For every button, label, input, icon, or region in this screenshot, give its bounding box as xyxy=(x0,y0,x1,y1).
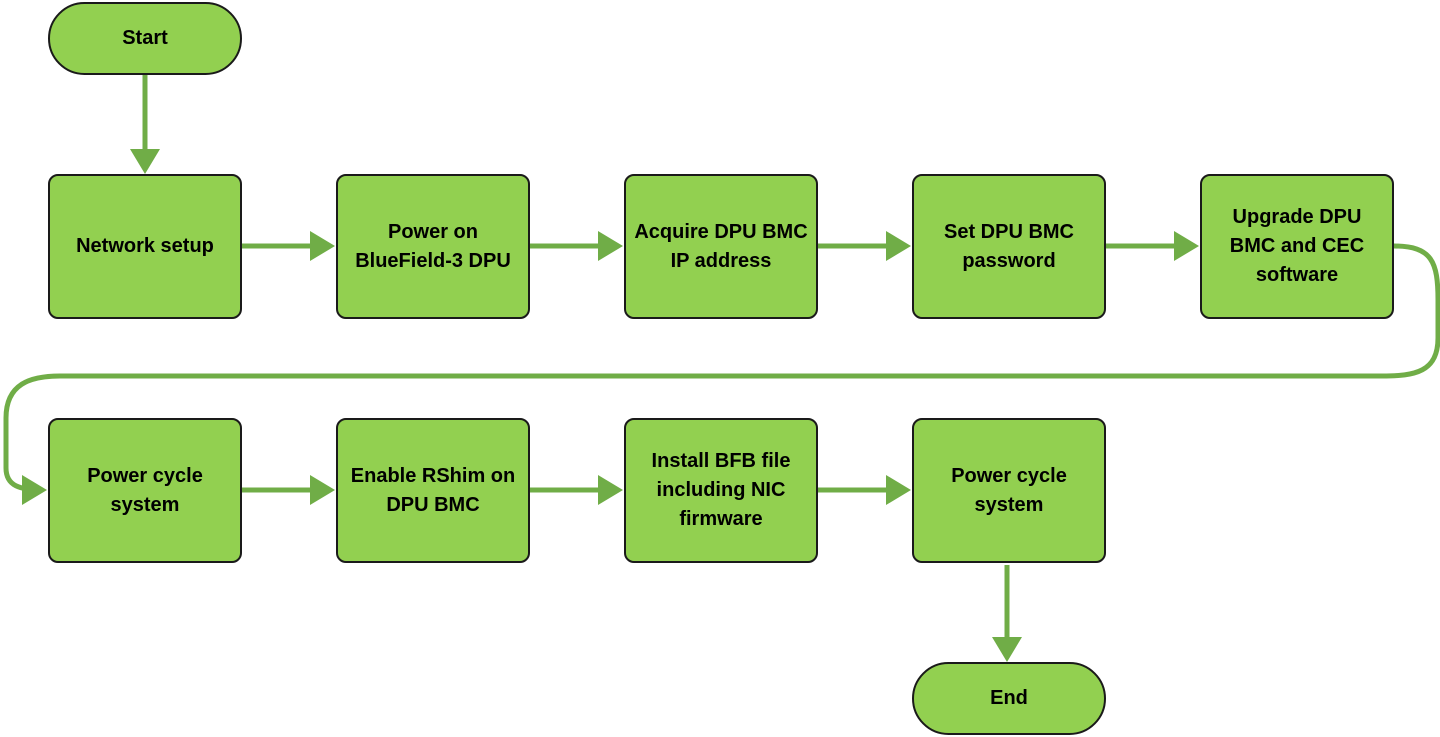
step-label: Upgrade DPU BMC and CEC software xyxy=(1229,206,1365,286)
step-enable-rshim: Enable RShim on DPU BMC xyxy=(336,418,530,563)
step-label: Power cycle system xyxy=(951,464,1067,516)
step-power-cycle-system: Power cycle system xyxy=(48,418,242,563)
step-label: Enable RShim on DPU BMC xyxy=(350,464,516,516)
step-label: Power cycle system xyxy=(87,464,203,516)
step-set-dpu-bmc-password: Set DPU BMC password xyxy=(912,174,1106,319)
step-label: Set DPU BMC password xyxy=(943,220,1074,272)
step-upgrade-bmc-cec-software: Upgrade DPU BMC and CEC software xyxy=(1200,174,1394,319)
step-acquire-dpu-bmc-ip: Acquire DPU BMC IP address xyxy=(624,174,818,319)
end-terminal: End xyxy=(912,662,1106,735)
start-terminal: Start xyxy=(48,2,242,75)
step-install-bfb-file: Install BFB file including NIC firmware xyxy=(624,418,818,563)
step-power-on-bluefield-dpu: Power on BlueField-3 DPU xyxy=(336,174,530,319)
start-label: Start xyxy=(122,27,168,49)
step-label: Power on BlueField-3 DPU xyxy=(355,220,511,272)
step-label: Network setup xyxy=(76,235,214,257)
step-label: Install BFB file including NIC firmware xyxy=(651,450,791,530)
end-label: End xyxy=(990,687,1028,709)
step-label: Acquire DPU BMC IP address xyxy=(634,220,808,272)
arrow-upgrade-to-power-cycle xyxy=(3,243,1440,505)
step-power-cycle-system-final: Power cycle system xyxy=(912,418,1106,563)
step-network-setup: Network setup xyxy=(48,174,242,319)
